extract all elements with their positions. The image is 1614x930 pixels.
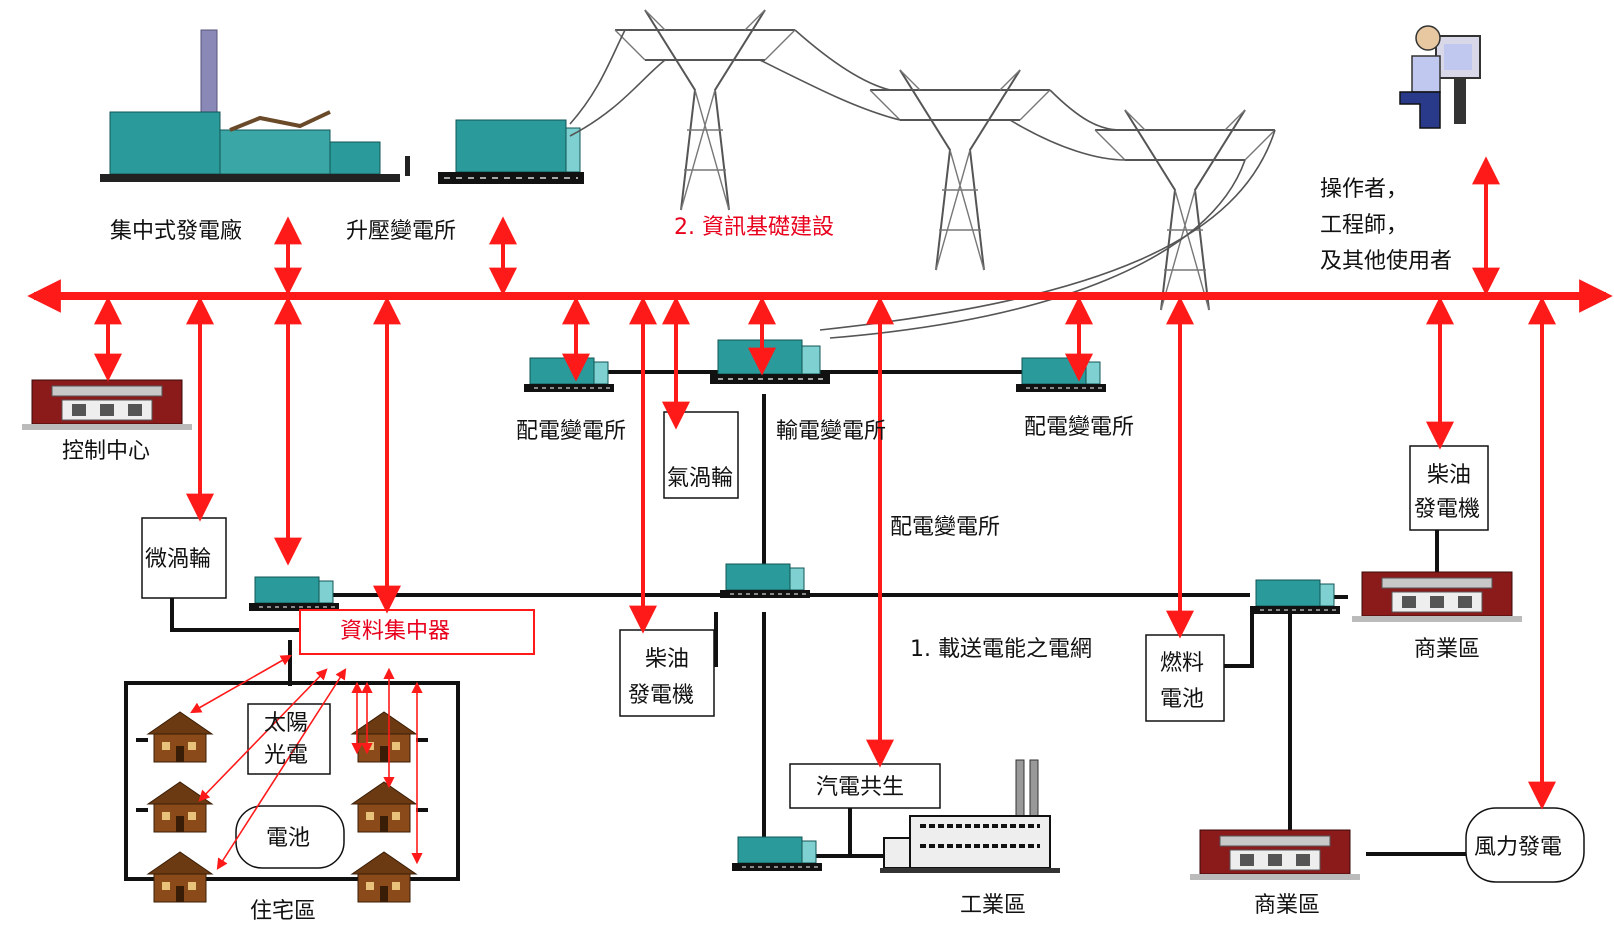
house-1 [147, 711, 213, 763]
feeder-transformer-left [248, 576, 340, 612]
transmission-substation-label: 輸電變電所 [776, 419, 886, 444]
step-up-transformer-illustration [438, 119, 584, 184]
house-5 [351, 781, 417, 833]
distribution-transformer-right [1015, 357, 1107, 393]
fuel-cell-label-1: 燃料 [1160, 651, 1204, 676]
data-concentrator-box [299, 609, 535, 655]
industrial-factory [880, 759, 1060, 873]
solar-pv-label-1: 太陽 [264, 711, 308, 736]
transmission-wires [569, 29, 1276, 339]
operator-workstation-illustration [1399, 25, 1481, 129]
cogeneration-label: 汽電共生 [816, 775, 904, 800]
commercial-building-upper [1351, 571, 1523, 623]
information-links [94, 156, 1556, 810]
diesel-generator-left-label-1: 柴油 [645, 647, 689, 672]
commercial-area-lower-label: 商業區 [1254, 893, 1320, 918]
control-center-label: 控制中心 [62, 439, 150, 464]
operators-label-line-3: 及其他使用者 [1320, 249, 1452, 274]
control-center-building [21, 379, 193, 431]
diesel-generator-left-box [619, 629, 715, 717]
central-power-plant-illustration [100, 29, 410, 182]
house-6 [351, 851, 417, 903]
cogeneration-box [789, 763, 941, 809]
commercial-building-lower [1189, 829, 1361, 881]
fuel-cell-label-2: 電池 [1160, 687, 1204, 712]
feeder-transformer-right [1249, 579, 1341, 615]
industrial-transformer [731, 836, 823, 872]
transmission-tower-1 [614, 9, 796, 211]
residential-area-label: 住宅區 [250, 899, 316, 924]
data-concentrator-label: 資料集中器 [340, 619, 450, 644]
battery-label: 電池 [266, 826, 310, 851]
distribution-substation-left-label: 配電變電所 [516, 419, 626, 444]
industrial-area-label: 工業區 [960, 893, 1026, 918]
house-2 [147, 781, 213, 833]
transmission-tower-3 [1094, 109, 1276, 311]
house-3 [147, 851, 213, 903]
central-power-plant-label: 集中式發電廠 [110, 219, 242, 244]
diesel-generator-left-label-2: 發電機 [628, 683, 694, 708]
diesel-generator-right-label-2: 發電機 [1414, 497, 1480, 522]
solar-pv-label-2: 光電 [264, 743, 308, 768]
commercial-area-upper-label: 商業區 [1414, 637, 1480, 662]
residential-data-links [190, 654, 423, 870]
distribution-substation-right-label: 配電變電所 [1024, 415, 1134, 440]
fuel-cell-box [1145, 634, 1225, 722]
house-4 [351, 711, 417, 763]
step-up-substation-label: 升壓變電所 [346, 219, 456, 244]
micro-turbine-label: 微渦輪 [145, 547, 211, 572]
wind-generation-label: 風力發電 [1474, 835, 1562, 860]
information-infrastructure-label: 2. 資訊基礎建設 [674, 215, 834, 240]
power-grid-label: 1. 載送電能之電網 [910, 637, 1092, 662]
transmission-tower-2 [869, 69, 1051, 271]
feeder-transformer-center [719, 563, 811, 599]
gas-turbine-label: 氣渦輪 [667, 466, 733, 491]
diesel-generator-right-label-1: 柴油 [1427, 463, 1471, 488]
distribution-substation-mid-label: 配電變電所 [890, 515, 1000, 540]
wind-generation-box [1465, 807, 1585, 883]
micro-turbine-box [141, 517, 227, 599]
distribution-transformer-left [523, 357, 615, 393]
operators-label-line-2: 工程師， [1320, 213, 1408, 238]
transmission-transformer [709, 339, 831, 385]
operators-label-line-1: 操作者， [1320, 177, 1408, 202]
